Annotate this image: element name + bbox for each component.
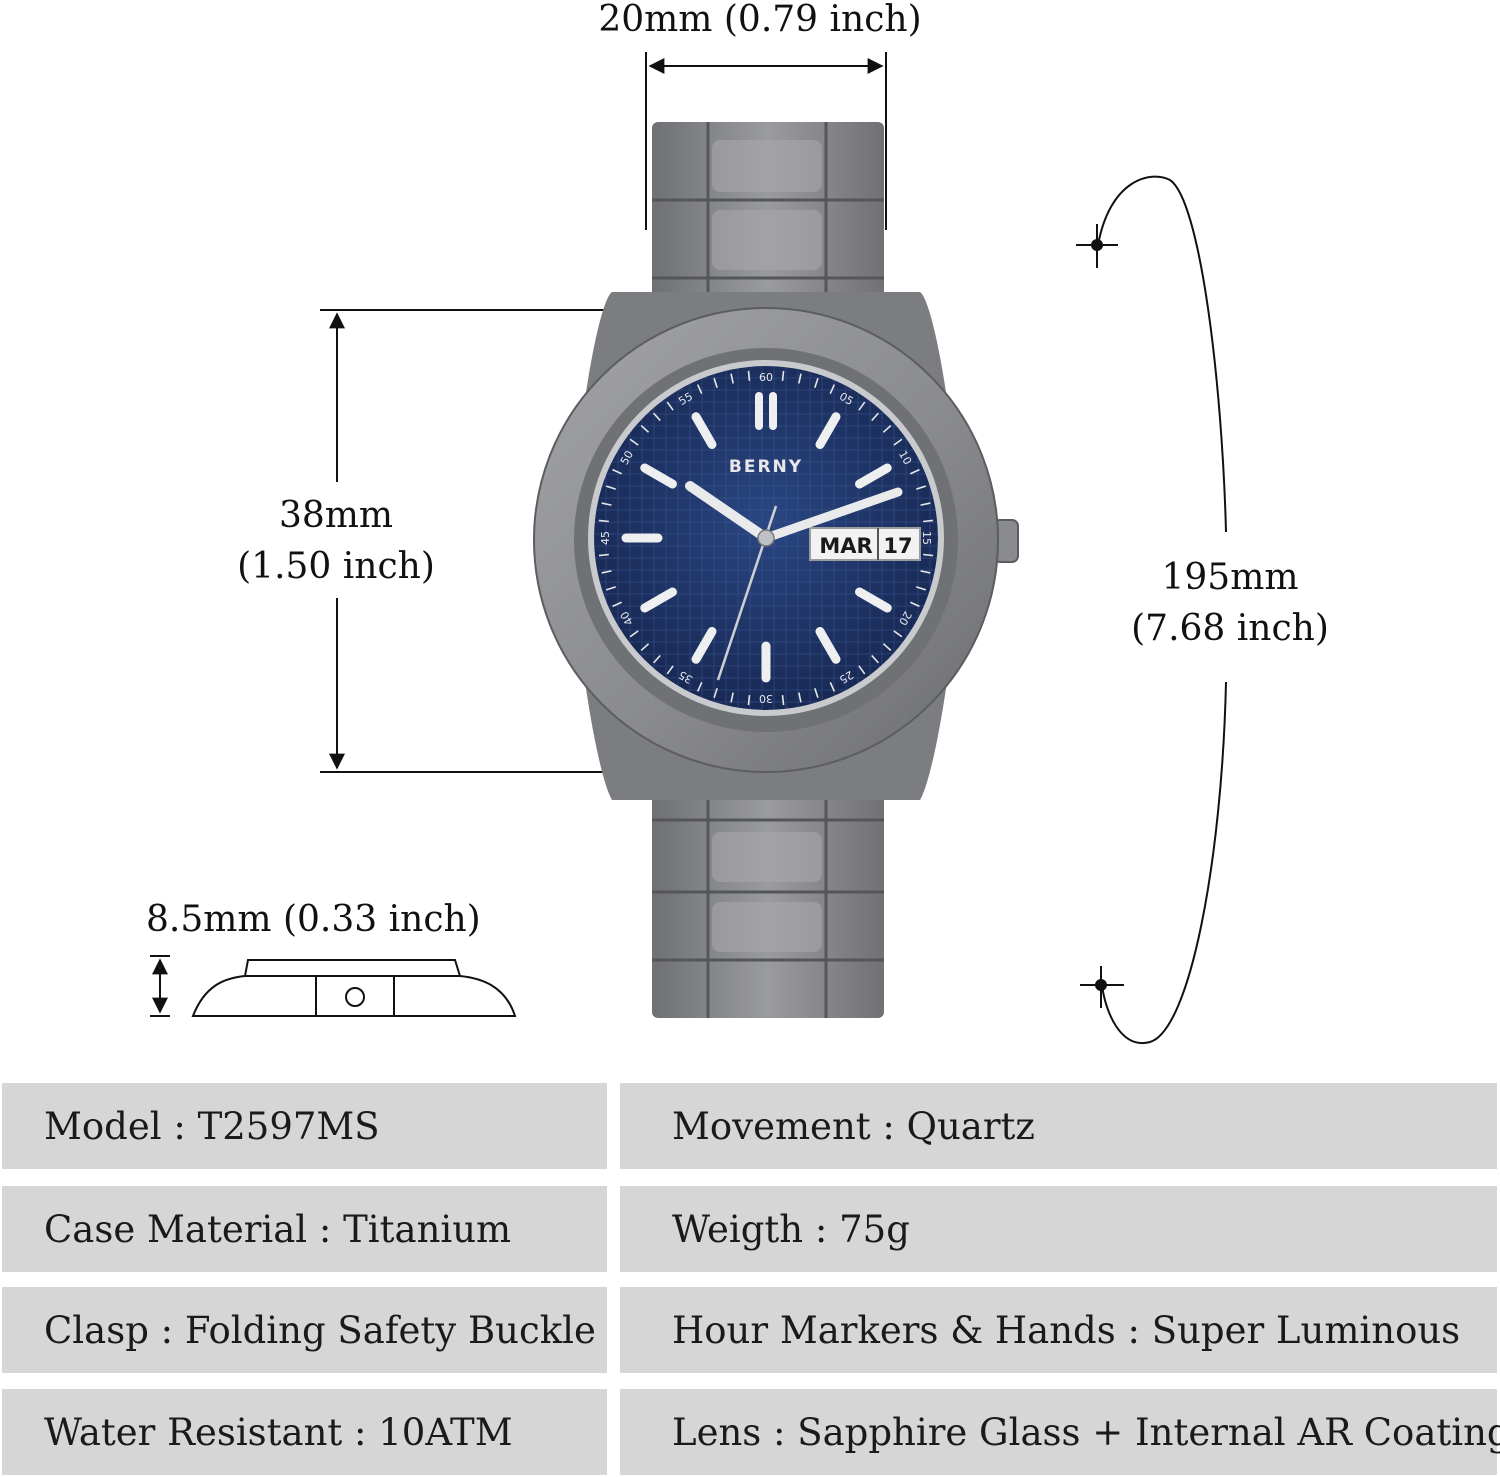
minute-tick xyxy=(920,502,931,506)
minute-tick xyxy=(893,438,903,446)
hour-index xyxy=(815,412,841,449)
watch-hands xyxy=(685,481,903,681)
minute-tick xyxy=(612,601,622,608)
spec-lens: Lens : Sapphire Glass + Internal AR Coat… xyxy=(620,1389,1500,1475)
minute-tick xyxy=(923,553,934,557)
minute-tick xyxy=(730,373,734,384)
minute-tick xyxy=(916,485,927,490)
minute-tick xyxy=(666,665,674,675)
minute-numeral: 20 xyxy=(896,609,914,628)
minute-tick xyxy=(920,570,931,574)
minute-numeral: 50 xyxy=(618,448,636,467)
minute-tick xyxy=(882,424,892,433)
spec-hour-markers: Hour Markers & Hands : Super Luminous xyxy=(620,1287,1497,1373)
minute-tick xyxy=(640,424,650,433)
minute-tick xyxy=(893,630,903,638)
thickness-profile xyxy=(150,955,517,1017)
strap-length-dimension xyxy=(1076,175,1227,1045)
spec-model: Model : T2597MS xyxy=(2,1083,607,1169)
day-label: MAR xyxy=(819,534,872,558)
bracelet-bottom xyxy=(652,760,884,1018)
minute-tick xyxy=(871,654,880,664)
hour-index xyxy=(855,587,892,613)
band-width-dimension xyxy=(645,52,887,230)
minute-tick xyxy=(598,519,609,523)
case-diameter-label: 38mm (1.50 inch) xyxy=(216,490,456,592)
strap-length-inch: (7.68 inch) xyxy=(1131,608,1329,650)
minute-numeral: 25 xyxy=(837,668,856,686)
minute-tick xyxy=(629,630,639,638)
minute-tick xyxy=(640,643,650,652)
minute-tick xyxy=(605,485,616,490)
watch-illustration: 60 05 10 15 20 25 30 35 40 45 50 55 BERNY MAR 17 xyxy=(150,52,1227,1045)
minute-tick xyxy=(601,502,612,506)
spec-weight: Weigth : 75g xyxy=(620,1186,1497,1272)
case-diameter-inch: (1.50 inch) xyxy=(237,546,435,588)
minute-numeral: 10 xyxy=(896,448,914,467)
minute-numeral: 05 xyxy=(837,390,856,408)
minute-tick xyxy=(601,570,612,574)
spec-movement: Movement : Quartz xyxy=(620,1083,1497,1169)
spec-water-resistance: Water Resistant : 10ATM xyxy=(2,1389,607,1475)
minute-tick xyxy=(781,370,785,381)
minute-tick xyxy=(858,401,866,411)
case-diameter-mm: 38mm xyxy=(278,495,394,536)
strap-length-mm: 195mm xyxy=(1161,557,1299,598)
case-diameter-dimension xyxy=(320,309,650,773)
minute-tick xyxy=(713,688,718,699)
minute-tick xyxy=(814,688,819,699)
minute-tick xyxy=(781,695,785,706)
strap-length-label: 195mm (7.68 inch) xyxy=(1110,552,1350,654)
minute-tick xyxy=(882,643,892,652)
minute-tick xyxy=(605,586,616,591)
minute-tick xyxy=(910,601,920,608)
minute-tick xyxy=(798,373,802,384)
minute-numeral: 40 xyxy=(618,609,636,628)
hour-index xyxy=(691,627,717,664)
brand-logo: BERNY xyxy=(729,457,803,477)
minute-tick xyxy=(747,370,751,381)
minute-tick xyxy=(666,401,674,411)
minute-tick xyxy=(612,468,622,475)
minute-tick xyxy=(629,438,639,446)
minute-hand xyxy=(761,487,903,543)
dial-markers: 60 05 10 15 20 25 30 35 40 45 50 55 xyxy=(598,370,934,706)
minute-numeral: 30 xyxy=(759,692,773,705)
thickness-label: 8.5mm (0.33 inch) xyxy=(146,899,481,940)
spec-clasp: Clasp : Folding Safety Buckle xyxy=(2,1287,607,1373)
minute-numeral: 45 xyxy=(599,531,612,545)
minute-tick xyxy=(652,412,661,422)
minute-tick xyxy=(871,412,880,422)
minute-tick xyxy=(814,377,819,388)
minute-tick xyxy=(923,519,934,523)
hour-index xyxy=(640,587,677,613)
minute-tick xyxy=(730,692,734,703)
hour-index xyxy=(855,463,892,489)
hour-index xyxy=(691,412,717,449)
minute-tick xyxy=(713,377,718,388)
minute-tick xyxy=(696,384,703,394)
band-width-label: 20mm (0.79 inch) xyxy=(598,0,922,40)
minute-tick xyxy=(696,682,703,692)
minute-numeral: 55 xyxy=(676,390,695,408)
minute-tick xyxy=(829,682,836,692)
hour-hand xyxy=(685,481,771,543)
minute-tick xyxy=(747,695,751,706)
spec-case-material: Case Material : Titanium xyxy=(2,1186,607,1272)
minute-tick xyxy=(829,384,836,394)
minute-tick xyxy=(652,654,661,664)
minute-numeral: 15 xyxy=(920,531,933,545)
bracelet-top xyxy=(652,122,884,322)
minute-numeral: 35 xyxy=(676,668,695,686)
hour-index xyxy=(815,627,841,664)
minute-tick xyxy=(910,468,920,475)
day-date-window: MAR 17 xyxy=(809,527,921,561)
date-label: 17 xyxy=(883,534,912,558)
minute-tick xyxy=(798,692,802,703)
hour-index xyxy=(640,463,677,489)
minute-tick xyxy=(858,665,866,675)
minute-tick xyxy=(598,553,609,557)
minute-tick xyxy=(916,586,927,591)
minute-numeral: 60 xyxy=(759,371,773,384)
